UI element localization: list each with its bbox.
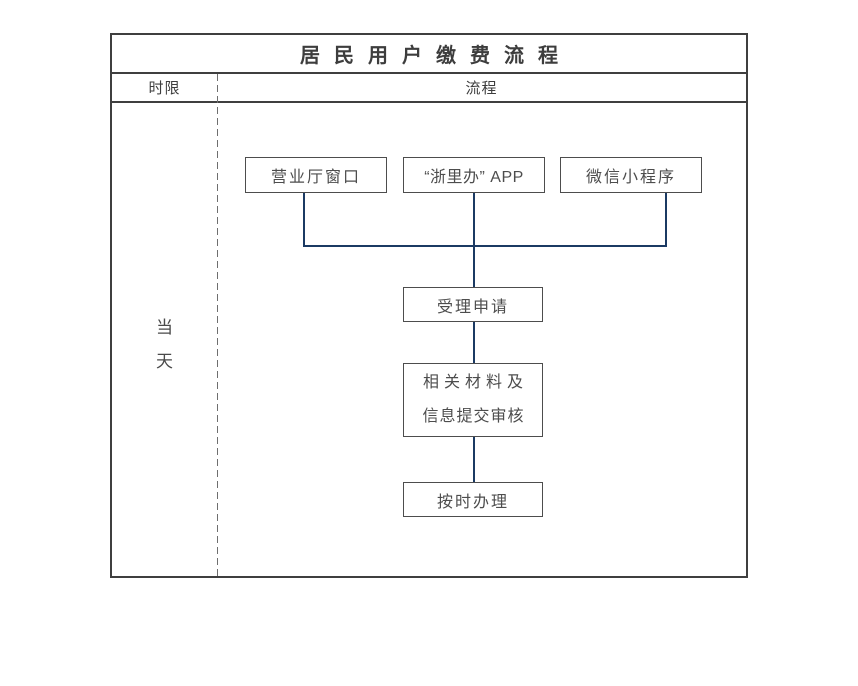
- column-header-process: 流程: [465, 80, 498, 97]
- column-header-time-limit: 时限: [148, 80, 181, 97]
- column-divider-dashed: [217, 74, 218, 576]
- connector-to-handle: [473, 437, 475, 482]
- node-service-hall-window: 营业厅窗口: [245, 157, 387, 193]
- page-title: 居民用户缴费流程: [300, 45, 572, 67]
- header-row: 时限 流程: [112, 74, 746, 103]
- node-materials-review: 相关材料及 信息提交审核: [403, 363, 543, 437]
- time-limit-char-1: 当: [156, 318, 173, 337]
- connector-to-accept: [473, 193, 475, 287]
- time-limit-value: 当 天: [112, 311, 217, 379]
- flowchart-frame: 居民用户缴费流程 时限 流程 当 天 营业厅窗口 “浙里办” APP 微信小程序…: [110, 33, 748, 578]
- node-accept-application: 受理申请: [403, 287, 543, 322]
- connector-right-stub: [665, 193, 667, 247]
- time-limit-char-2: 天: [156, 352, 173, 371]
- node-materials-review-line2: 信息提交审核: [422, 408, 525, 425]
- connector-to-materials: [473, 322, 475, 363]
- node-materials-review-line1: 相关材料及: [422, 374, 528, 391]
- connector-merge-horizontal: [303, 245, 667, 247]
- title-row: 居民用户缴费流程: [112, 35, 746, 74]
- connector-left-stub: [303, 193, 305, 247]
- node-zheliban-app: “浙里办” APP: [403, 157, 545, 193]
- node-wechat-mini-program: 微信小程序: [560, 157, 702, 193]
- node-handle-on-time: 按时办理: [403, 482, 543, 517]
